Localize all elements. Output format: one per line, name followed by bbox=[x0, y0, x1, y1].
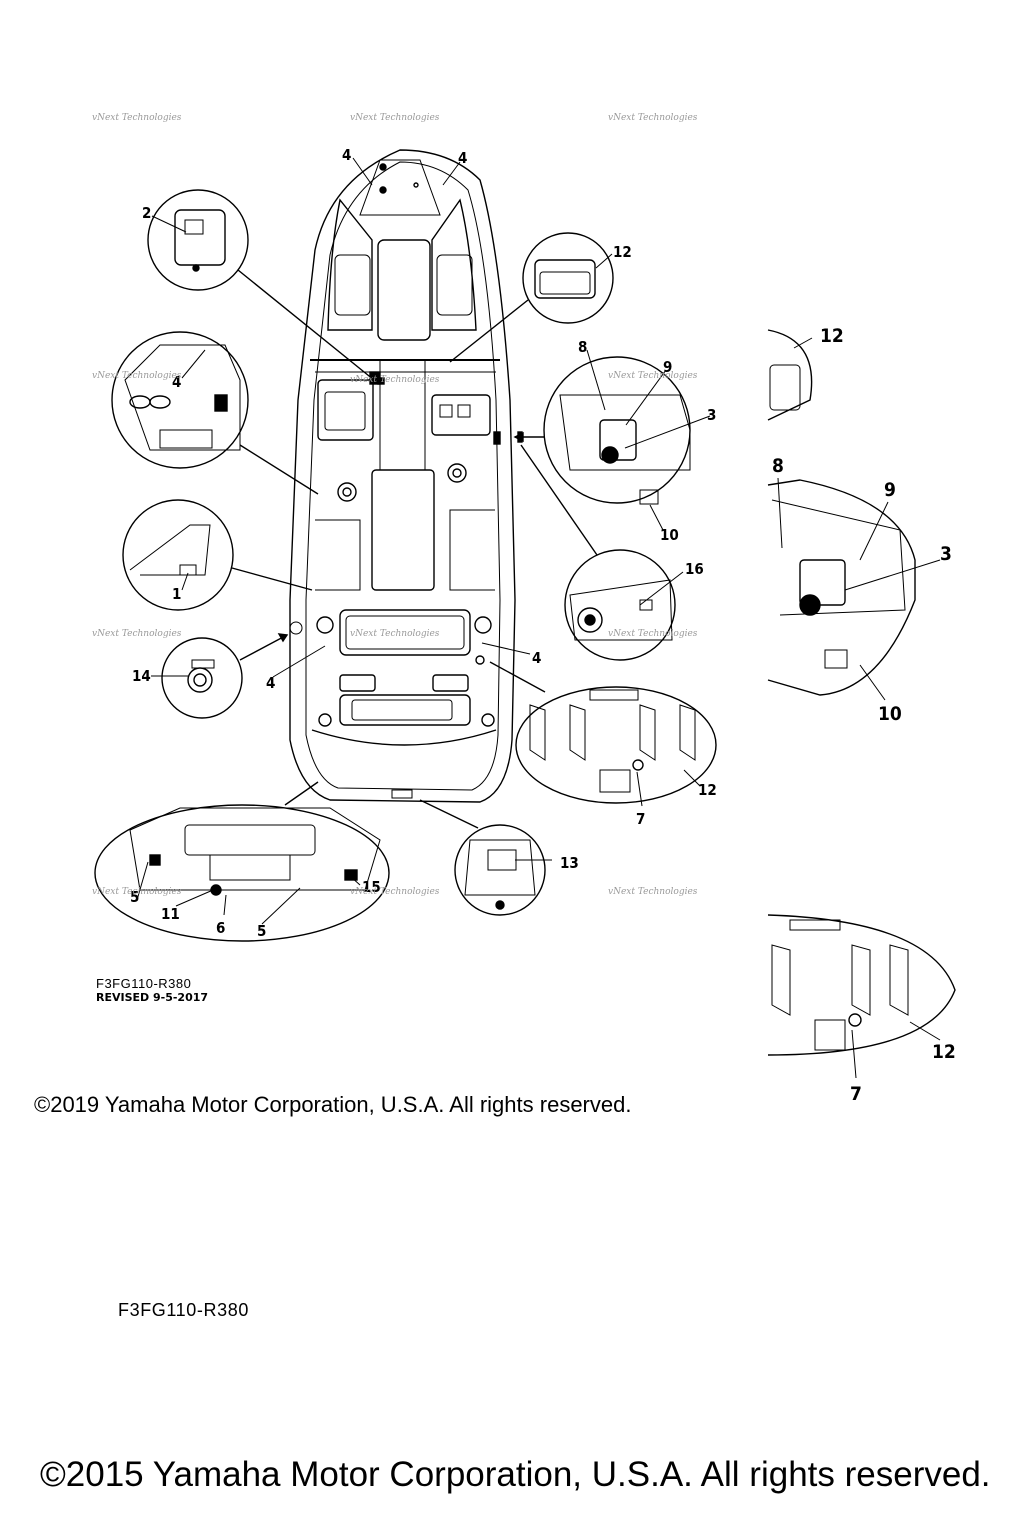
drawing-code: F3FG110-R380 bbox=[96, 976, 192, 991]
bg-callout-7: 7 bbox=[850, 1083, 862, 1105]
watermark: vNext Technologies bbox=[92, 629, 182, 639]
callout-2: 2 bbox=[142, 204, 151, 222]
detail-view-4-left bbox=[111, 331, 319, 495]
callout-11: 11 bbox=[161, 905, 180, 923]
watermark: vNext Technologies bbox=[92, 113, 182, 123]
callout-7: 7 bbox=[636, 810, 645, 828]
callout-4-stern-left: 4 bbox=[266, 674, 275, 692]
watermark: vNext Technologies bbox=[608, 887, 698, 897]
watermark: vNext Technologies bbox=[92, 887, 182, 897]
callout-9: 9 bbox=[663, 358, 672, 376]
bg-callout-10: 10 bbox=[878, 703, 902, 725]
background-layer-drawing bbox=[767, 329, 956, 1079]
revision-date: REVISED 9-5-2017 bbox=[96, 991, 209, 1004]
watermark: vNext Technologies bbox=[350, 375, 440, 385]
detail-view-13 bbox=[419, 799, 546, 916]
watermark: vNext Technologies bbox=[350, 629, 440, 639]
callout-3: 3 bbox=[707, 406, 716, 424]
background-drawing-code: F3FG110-R380 bbox=[118, 1300, 249, 1320]
callout-1: 1 bbox=[172, 585, 181, 603]
callout-5-left: 5 bbox=[130, 888, 139, 906]
detail-view-16 bbox=[520, 444, 676, 661]
callout-4-left-detail: 4 bbox=[172, 373, 181, 391]
callout-16: 16 bbox=[685, 560, 704, 578]
callout-15: 15 bbox=[362, 878, 381, 896]
callout-labels: 4 4 2 12 4 8 9 3 10 1 16 14 4 4 12 7 13 … bbox=[130, 146, 956, 1105]
watermark: vNext Technologies bbox=[608, 113, 698, 123]
callout-12-top: 12 bbox=[613, 243, 632, 261]
callout-4-bow-right: 4 bbox=[458, 149, 467, 167]
watermark: vNext Technologies bbox=[350, 113, 440, 123]
callout-12-bottom: 12 bbox=[698, 781, 717, 799]
callout-5-right: 5 bbox=[257, 922, 266, 940]
copyright-2015: ©2015 Yamaha Motor Corporation, U.S.A. A… bbox=[40, 1455, 991, 1494]
detail-view-7-12 bbox=[489, 661, 717, 804]
watermark: vNext Technologies bbox=[608, 371, 698, 381]
callout-4-bow-left: 4 bbox=[342, 146, 351, 164]
bg-callout-12-top: 12 bbox=[820, 325, 844, 347]
detail-view-stern-locker bbox=[94, 781, 390, 942]
bg-callout-8: 8 bbox=[772, 455, 784, 477]
callout-13: 13 bbox=[560, 854, 579, 872]
detail-view-12-top bbox=[449, 232, 614, 363]
watermarks: vNext Technologies vNext Technologies vN… bbox=[92, 113, 698, 897]
callout-6: 6 bbox=[216, 919, 225, 937]
leader-lines bbox=[136, 157, 711, 925]
watermark: vNext Technologies bbox=[350, 887, 440, 897]
bg-callout-9: 9 bbox=[884, 479, 896, 501]
callout-8: 8 bbox=[578, 338, 587, 356]
copyright-2019: ©2019 Yamaha Motor Corporation, U.S.A. A… bbox=[34, 1092, 632, 1117]
detail-view-2 bbox=[147, 189, 375, 381]
callout-14: 14 bbox=[132, 667, 151, 685]
bg-callout-3: 3 bbox=[940, 543, 952, 565]
detail-view-helm-lever bbox=[513, 356, 691, 505]
watermark: vNext Technologies bbox=[92, 371, 182, 381]
callout-10: 10 bbox=[660, 526, 679, 544]
bg-callout-12-bottom: 12 bbox=[932, 1041, 956, 1063]
boat-hull bbox=[289, 149, 523, 803]
callout-4-stern-right: 4 bbox=[532, 649, 541, 667]
watermark: vNext Technologies bbox=[608, 629, 698, 639]
detail-view-1 bbox=[122, 499, 313, 611]
detail-view-14 bbox=[161, 633, 289, 719]
